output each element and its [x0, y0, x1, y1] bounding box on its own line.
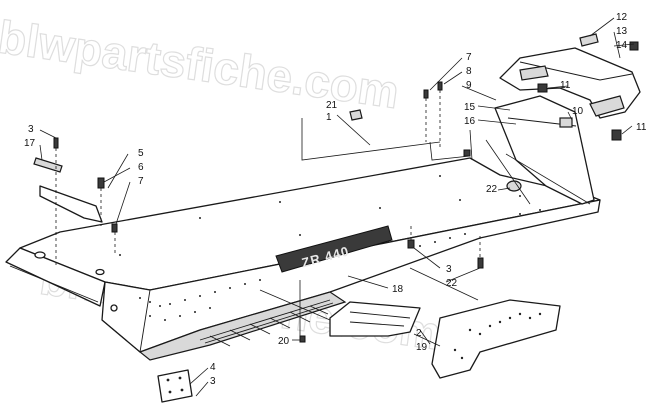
callout-22-upper: 22	[486, 184, 498, 195]
callout-12: 12	[616, 12, 628, 23]
bumper-grip-left	[519, 65, 549, 81]
plate-4	[157, 369, 193, 403]
rivet-14	[629, 41, 639, 51]
callout-7-left: 7	[138, 176, 144, 187]
callout-3-bottom: 3	[210, 376, 216, 387]
callout-22-lower: 22	[446, 278, 458, 289]
clip-upper	[537, 83, 548, 93]
bolt-3-top	[53, 137, 59, 149]
callout-13: 13	[616, 26, 628, 37]
callout-15: 15	[464, 102, 476, 113]
callout-3-left: 3	[28, 124, 34, 135]
callout-6: 6	[138, 162, 144, 173]
callout-17: 17	[24, 138, 36, 149]
plate-4-part	[157, 369, 193, 403]
callout-5: 5	[138, 148, 144, 159]
tunnel-part	[5, 157, 601, 361]
bracket-5	[39, 185, 103, 223]
running-board-edge	[138, 291, 347, 361]
callout-7-upper: 7	[466, 52, 472, 63]
footrest	[329, 301, 421, 337]
callout-1: 1	[326, 112, 332, 123]
bracket-10	[559, 117, 573, 128]
callout-10: 10	[572, 106, 584, 117]
callout-8: 8	[466, 66, 472, 77]
bumper-grip-right	[589, 95, 625, 117]
bumper-decal	[579, 33, 599, 47]
watermark-text-top: blwpartsfiche.com	[0, 11, 402, 119]
side-wall-front-edge	[101, 319, 141, 353]
callout-18: 18	[392, 284, 404, 295]
callout-11-right: 11	[636, 122, 647, 133]
front-lip-bump-left	[34, 251, 46, 259]
callout-14: 14	[616, 40, 628, 51]
left-small-parts	[33, 137, 118, 256]
running-board-bracket	[431, 299, 561, 379]
grommet-22-upper	[506, 180, 522, 192]
side-decal-badge: ZR 440	[275, 225, 393, 273]
screw-7-left	[111, 223, 118, 233]
callout-9: 9	[466, 80, 472, 91]
nut-3-middle	[407, 239, 415, 249]
plate-17	[33, 157, 63, 173]
clip-right	[611, 129, 622, 141]
bolt-22-lower	[477, 257, 484, 269]
decal-plate	[275, 225, 393, 273]
upper-rivets	[349, 81, 473, 161]
footrest-part	[329, 301, 421, 337]
side-wall-hole	[110, 304, 118, 312]
rear-bumper-assembly	[494, 33, 641, 205]
top-holes	[119, 175, 521, 256]
bracket-2-plate	[431, 299, 561, 379]
rivet-8	[437, 81, 443, 91]
side-wall-crease	[139, 289, 151, 353]
bracket-2-holes	[453, 312, 542, 360]
callout-labels: 21 1 3 17 5 6 7 7 8 9 12 13 14 15 16 11 …	[24, 12, 647, 387]
callout-11-upper: 11	[560, 80, 571, 91]
callout-21: 21	[326, 100, 338, 111]
callout-leaders	[39, 17, 635, 397]
callout-19: 19	[416, 342, 428, 353]
nut-6	[97, 177, 105, 189]
screw-20	[299, 335, 306, 343]
callout-4: 4	[210, 362, 216, 373]
callout-2: 2	[416, 328, 422, 339]
rivet-7-upper	[423, 89, 429, 99]
decal-21	[349, 109, 363, 121]
side-rivet-holes	[139, 209, 541, 321]
callout-16: 16	[464, 116, 476, 127]
bumper-ridge	[519, 61, 633, 81]
tread-pattern	[199, 299, 334, 347]
callout-20: 20	[278, 336, 290, 347]
tunnel-lip-line	[9, 265, 99, 303]
front-lip-bump-right	[95, 268, 105, 276]
callout-3-middle: 3	[446, 264, 452, 275]
nut-near-tunnel	[463, 149, 471, 157]
